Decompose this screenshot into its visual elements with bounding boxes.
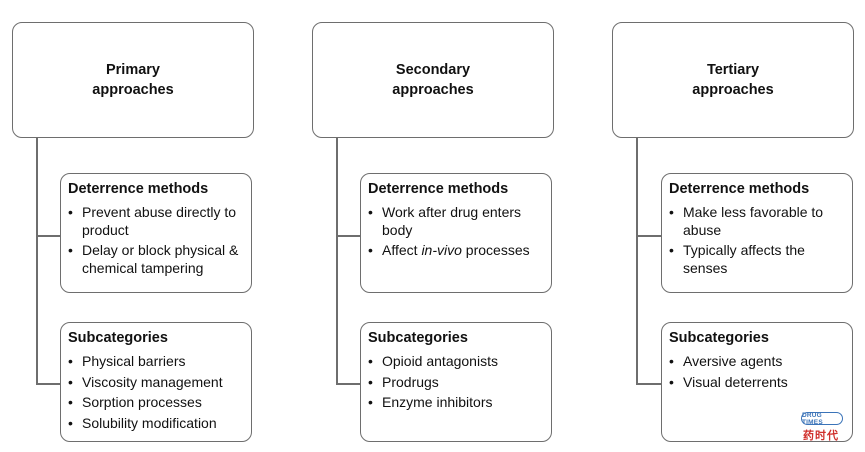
drug-times-logo: DRUG TIMES 药时代: [801, 412, 843, 442]
tertiary-approaches-box: Tertiary approaches: [612, 22, 854, 138]
connector-tertiary-subcategories: [636, 383, 661, 385]
list-item: Aversive agents: [669, 353, 852, 371]
tertiary-subcategories-list: Aversive agents Visual deterrents: [669, 353, 852, 391]
connector-primary-subcategories: [36, 383, 61, 385]
in-vivo-italic: in-vivo: [421, 242, 462, 258]
tertiary-deterrence-list: Make less favorable to abuse Typically a…: [669, 204, 852, 277]
list-item: Typically affects the senses: [669, 242, 852, 277]
list-item: Viscosity management: [68, 374, 251, 392]
tertiary-deterrence-heading: Deterrence methods: [669, 181, 810, 197]
secondary-deterrence-list: Work after drug enters body Affect in-vi…: [368, 204, 551, 260]
connector-secondary-vertical: [336, 138, 338, 385]
list-item: Work after drug enters body: [368, 204, 551, 239]
connector-tertiary-vertical: [636, 138, 638, 385]
list-item: Delay or block physical & chemical tampe…: [68, 242, 251, 277]
primary-deterrence-list: Prevent abuse directly to product Delay …: [68, 204, 251, 277]
list-item: Affect in-vivo processes: [368, 242, 551, 260]
connector-primary-deterrence: [36, 235, 61, 237]
list-item: Make less favorable to abuse: [669, 204, 852, 239]
primary-subcategories-box: Subcategories Physical barriers Viscosit…: [60, 322, 252, 442]
list-item: Solubility modification: [68, 415, 251, 433]
connector-primary-vertical: [36, 138, 38, 385]
secondary-subcategories-list: Opioid antagonists Prodrugs Enzyme inhib…: [368, 353, 551, 412]
tertiary-deterrence-box: Deterrence methods Make less favorable t…: [661, 173, 853, 293]
list-item: Prevent abuse directly to product: [68, 204, 251, 239]
primary-subcategories-list: Physical barriers Viscosity management S…: [68, 353, 251, 432]
secondary-title-line1: Secondary: [395, 62, 471, 78]
secondary-deterrence-heading: Deterrence methods: [368, 181, 509, 197]
list-item: Visual deterrents: [669, 374, 852, 392]
secondary-title-line2: approaches: [392, 82, 474, 98]
logo-badge: DRUG TIMES: [801, 412, 843, 426]
logo-chinese-text: 药时代: [803, 429, 839, 442]
secondary-subcategories-heading: Subcategories: [368, 330, 468, 346]
secondary-approaches-box: Secondary approaches: [312, 22, 554, 138]
connector-secondary-deterrence: [336, 235, 361, 237]
list-item: Prodrugs: [368, 374, 551, 392]
secondary-deterrence-box: Deterrence methods Work after drug enter…: [360, 173, 552, 293]
list-item: Sorption processes: [68, 394, 251, 412]
primary-deterrence-box: Deterrence methods Prevent abuse directl…: [60, 173, 252, 293]
primary-deterrence-heading: Deterrence methods: [68, 181, 209, 197]
tertiary-subcategories-heading: Subcategories: [669, 330, 769, 346]
list-item: Opioid antagonists: [368, 353, 551, 371]
tertiary-title-line2: approaches: [692, 82, 774, 98]
primary-title-line1: Primary: [105, 62, 160, 78]
primary-subcategories-heading: Subcategories: [68, 330, 168, 346]
connector-secondary-subcategories: [336, 383, 361, 385]
connector-tertiary-deterrence: [636, 235, 661, 237]
primary-title-line2: approaches: [92, 82, 174, 98]
tertiary-subcategories-box: Subcategories Aversive agents Visual det…: [661, 322, 853, 442]
tertiary-title-line1: Tertiary: [706, 62, 760, 78]
secondary-subcategories-box: Subcategories Opioid antagonists Prodrug…: [360, 322, 552, 442]
list-item: Physical barriers: [68, 353, 251, 371]
list-item: Enzyme inhibitors: [368, 394, 551, 412]
primary-approaches-box: Primary approaches: [12, 22, 254, 138]
